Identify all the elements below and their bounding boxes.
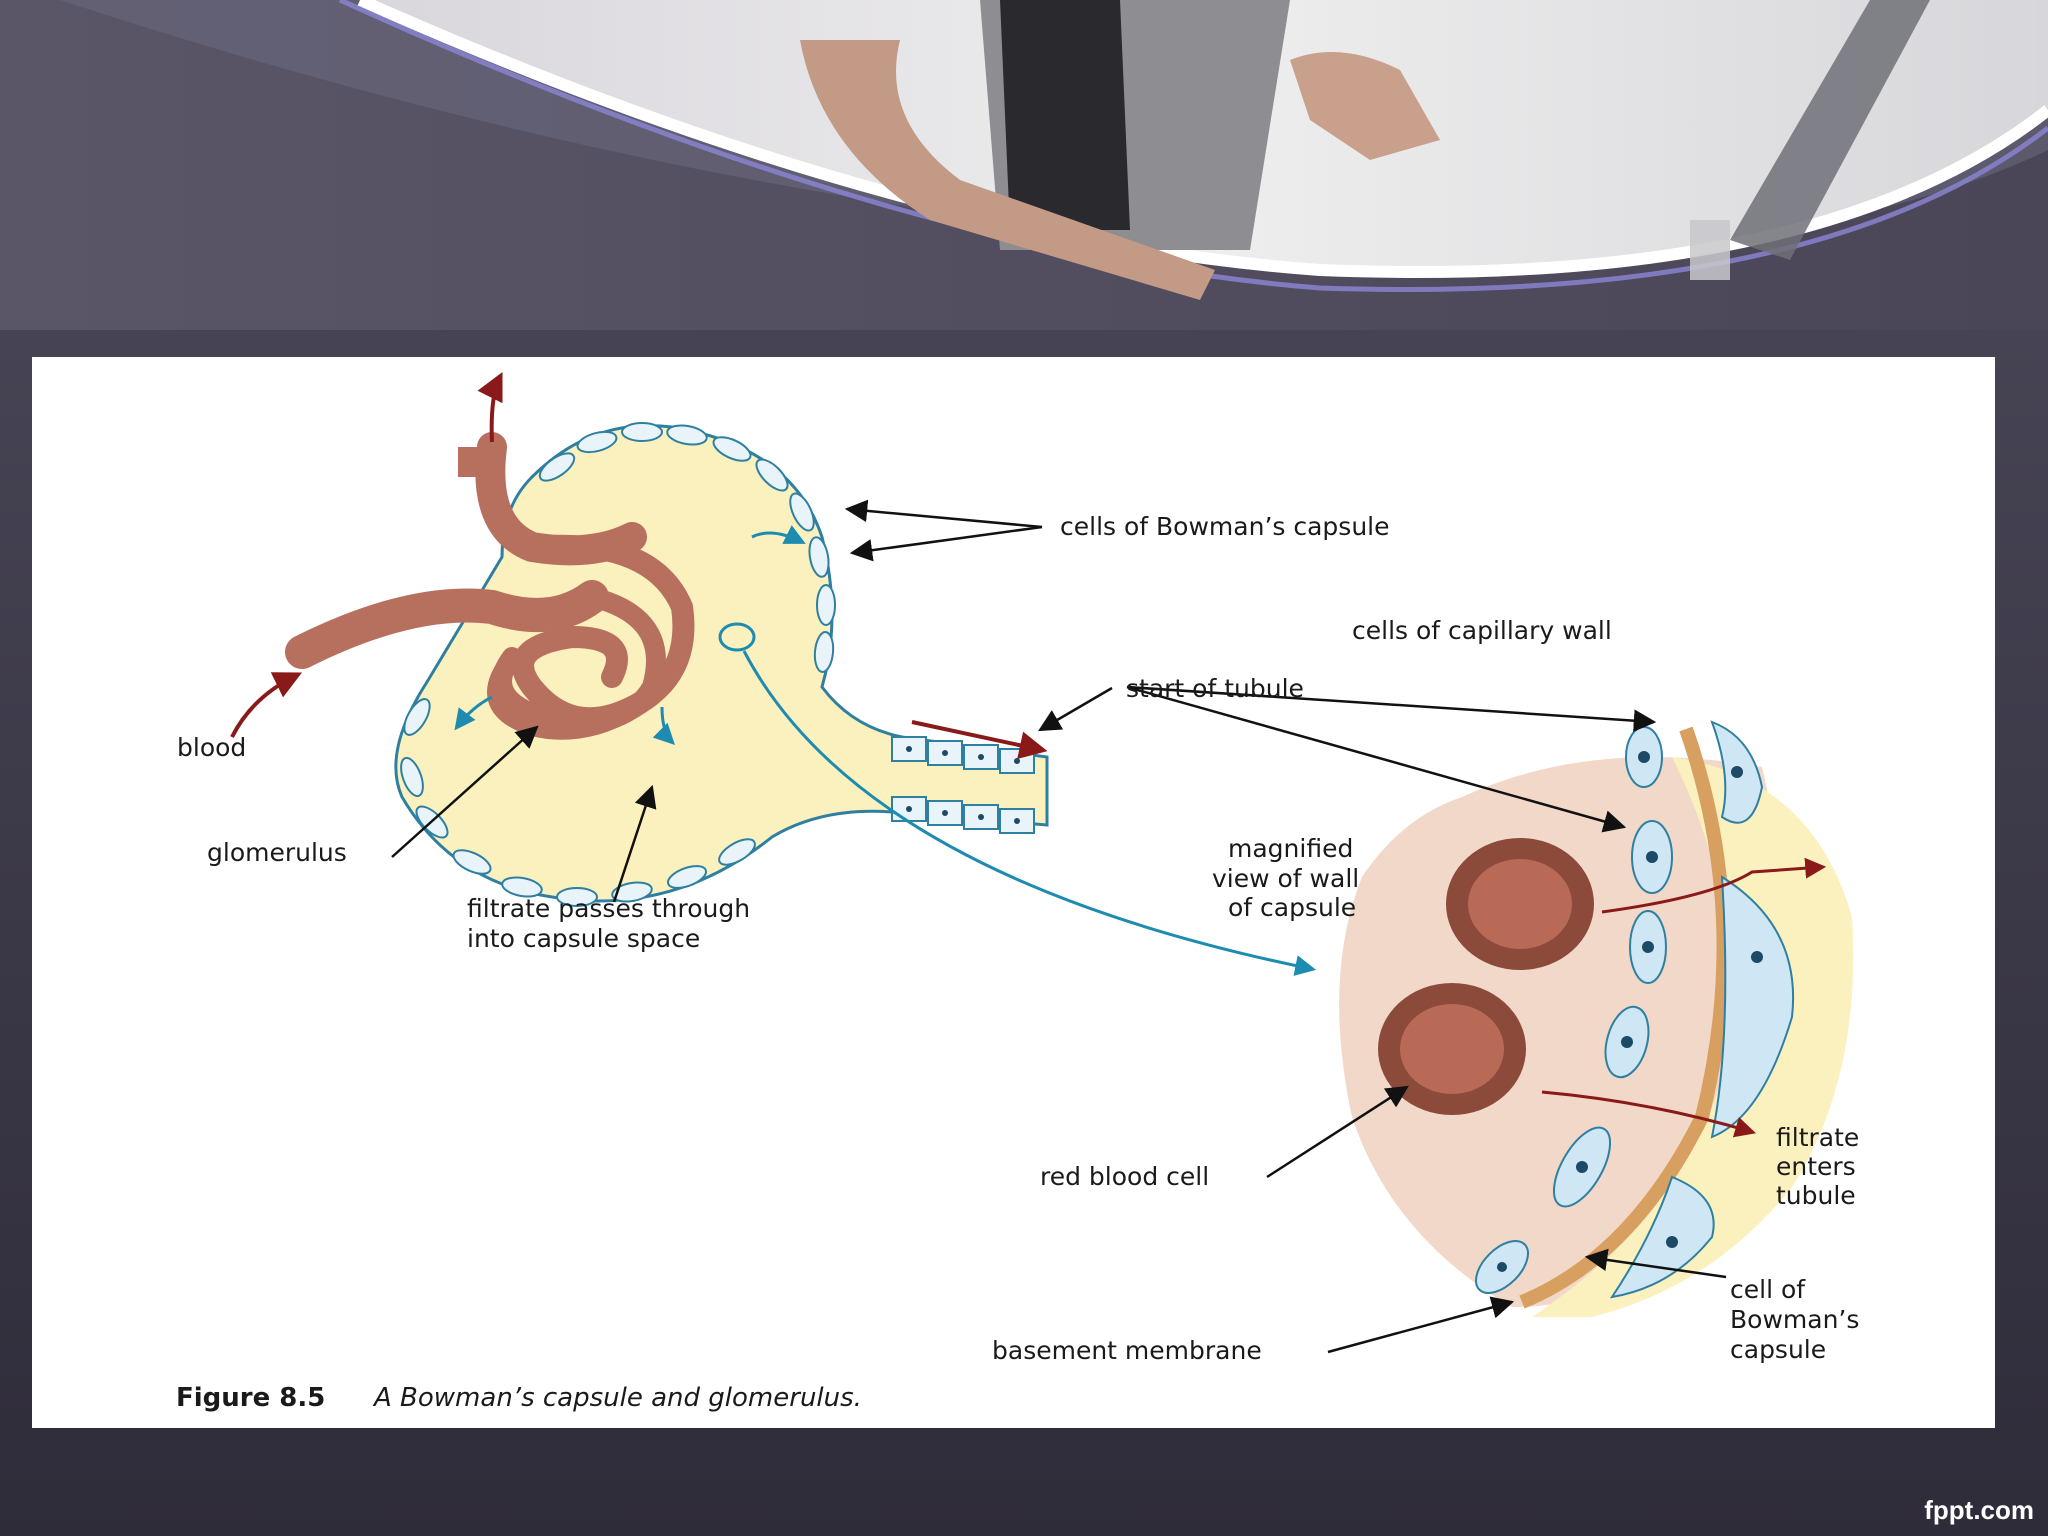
label-filtrate-enters-line1: filtrate — [1776, 1123, 1859, 1152]
banner-white-arc — [357, 0, 2048, 278]
label-cell-of-bowman-line1: cell of — [1730, 1275, 1806, 1304]
figure-caption-text: A Bowman’s capsule and glomerulus. — [372, 1383, 862, 1413]
label-cell-of-bowman-line3: capsule — [1730, 1335, 1826, 1364]
magnify-connector-arrow — [742, 650, 1317, 976]
label-magnified-line1: magnified — [1228, 834, 1353, 863]
flow-arrows — [230, 371, 1317, 976]
banner-violet-arc — [338, 0, 2048, 292]
label-filtrate-enters-line2: enters — [1776, 1152, 1856, 1181]
fppt-watermark: fppt.com — [1924, 1495, 2034, 1525]
banner-person — [800, 0, 1440, 300]
label-filtrate-enters-line3: tubule — [1776, 1181, 1856, 1210]
red-blood-cells — [1378, 838, 1594, 1115]
bowman-capsule-diagram: cells of Bowman’s capsule cells of capil… — [176, 371, 1859, 1413]
figure-panel: cells of Bowman’s capsule cells of capil… — [32, 357, 1995, 1428]
label-cells-bowman: cells of Bowman’s capsule — [1060, 512, 1390, 541]
label-pointers — [391, 499, 1727, 1354]
label-cell-of-bowman-line2: Bowman’s — [1730, 1305, 1859, 1334]
label-start-of-tubule: start of tubule — [1126, 674, 1304, 703]
label-cells-capillary-wall: cells of capillary wall — [1352, 616, 1612, 645]
efferent-arteriole-end — [458, 447, 490, 477]
label-filtrate-passes-line1: filtrate passes through — [467, 894, 750, 923]
label-glomerulus: glomerulus — [207, 838, 347, 867]
label-magnified-line2: view of wall — [1212, 864, 1359, 893]
header-banner — [0, 0, 2048, 330]
figure-caption-number: Figure 8.5 — [176, 1383, 325, 1413]
magnified-wall-view — [1339, 720, 1854, 1317]
label-red-blood-cell: red blood cell — [1040, 1162, 1209, 1191]
banner-equipment — [1690, 0, 1930, 280]
label-basement-membrane: basement membrane — [992, 1336, 1262, 1365]
label-blood: blood — [177, 733, 246, 762]
label-filtrate-passes-line2: into capsule space — [467, 924, 700, 953]
label-magnified-line3: of capsule — [1228, 893, 1356, 922]
